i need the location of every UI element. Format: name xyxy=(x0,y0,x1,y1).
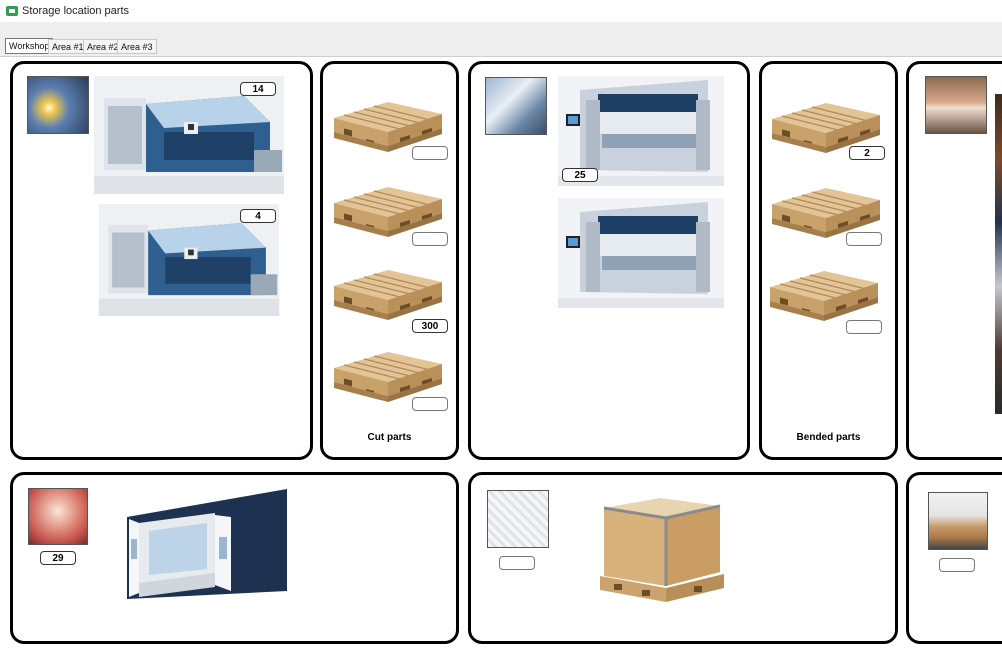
bended-parts-label: Bended parts xyxy=(796,432,861,443)
bended-parts-panel: 2 Bended parts xyxy=(759,61,898,460)
bended-parts-pallet-3-count[interactable] xyxy=(846,320,882,334)
crate-image[interactable] xyxy=(594,492,726,610)
cut-parts-panel: 300 Cut parts xyxy=(320,61,459,460)
bending-top-count[interactable]: 25 xyxy=(562,168,598,182)
tab-strip: Workshop Area #1 Area #2 Area #3 xyxy=(0,22,1002,57)
cut-parts-pallet-2-count[interactable] xyxy=(412,232,448,246)
packaging-foil-thumbnail[interactable] xyxy=(487,490,549,548)
welding-machine-thumbnail[interactable] xyxy=(925,76,987,134)
paint-booth-image[interactable] xyxy=(119,487,295,603)
cut-parts-pallet-3-count[interactable]: 300 xyxy=(412,319,448,333)
title-bar: Storage location parts xyxy=(0,0,1002,23)
welding-thumbnail[interactable] xyxy=(27,76,89,134)
painting-count[interactable]: 29 xyxy=(40,551,76,565)
painting-thumbnail[interactable] xyxy=(28,488,88,545)
window-title: Storage location parts xyxy=(22,5,130,17)
cut-parts-pallet-1-count[interactable] xyxy=(412,146,448,160)
press-brake-bottom[interactable] xyxy=(558,197,724,309)
shipping-count[interactable] xyxy=(939,558,975,572)
painting-panel: 29 xyxy=(10,472,459,644)
tab-area-1[interactable]: Area #1 xyxy=(48,39,88,54)
bending-thumbnail[interactable] xyxy=(485,77,547,135)
cut-parts-pallet-4-count[interactable] xyxy=(412,397,448,411)
welding-machine-image[interactable] xyxy=(995,94,1002,414)
laser-cutting-panel: 14 4 xyxy=(10,61,313,460)
pallet-icon[interactable] xyxy=(330,262,446,324)
laser-bottom-count[interactable]: 4 xyxy=(240,209,276,223)
tab-area-3[interactable]: Area #3 xyxy=(117,39,157,54)
app-icon xyxy=(6,6,18,16)
bended-parts-pallet-1-count[interactable]: 2 xyxy=(849,146,885,160)
packaging-panel xyxy=(468,472,898,644)
bending-panel: 25 xyxy=(468,61,750,460)
tab-workshop[interactable]: Workshop xyxy=(5,38,54,54)
cut-parts-label: Cut parts xyxy=(367,432,412,443)
shipping-panel xyxy=(906,472,1002,644)
truck-loading-thumbnail[interactable] xyxy=(928,492,988,550)
bended-parts-pallet-2-count[interactable] xyxy=(846,232,882,246)
pallet-icon[interactable] xyxy=(766,263,882,325)
laser-top-count[interactable]: 14 xyxy=(240,82,276,96)
welding-panel xyxy=(906,61,1002,460)
packaging-count[interactable] xyxy=(499,556,535,570)
